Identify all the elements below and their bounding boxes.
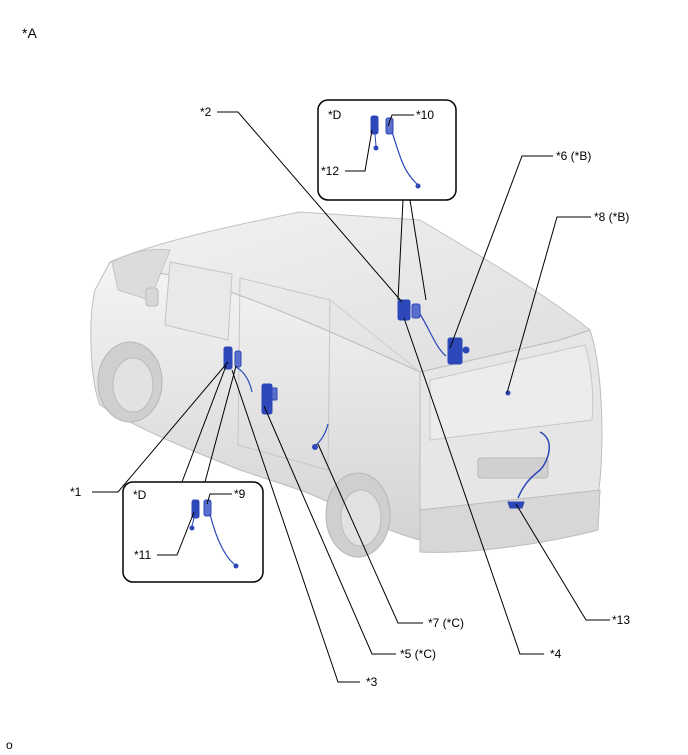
labels: *A *1 *2 *3 *4 *5 (*C) *6 (*B) *7 (*C) *… xyxy=(6,25,630,752)
inset-lower: *D xyxy=(122,481,264,583)
inset-upper: *D xyxy=(317,99,457,201)
van-rear-window xyxy=(429,344,594,441)
leader-7 xyxy=(317,443,423,624)
front-wheel xyxy=(97,341,163,423)
callout-5: *5 (*C) xyxy=(400,647,436,661)
callout-9: *9 xyxy=(234,487,246,501)
leader-lines xyxy=(92,111,610,683)
harness-side-lower xyxy=(312,423,329,450)
callout-1: *1 xyxy=(70,485,82,499)
view-label: *A xyxy=(22,25,37,41)
leader-3 xyxy=(231,369,360,683)
leader-2 xyxy=(217,111,403,303)
harness-back-door xyxy=(507,431,550,509)
callout-3: *3 xyxy=(366,675,378,689)
callout-2: *2 xyxy=(200,105,212,119)
callout-12: *12 xyxy=(321,164,339,178)
van-side-panel-line xyxy=(329,299,421,373)
callout-4: *4 xyxy=(550,647,562,661)
inset-lower-tag: *D xyxy=(133,488,147,502)
leader-13 xyxy=(515,503,610,621)
leader-1 xyxy=(92,361,229,493)
callout-13: *13 xyxy=(612,613,630,627)
harness-roof-center xyxy=(397,299,447,357)
corner-mark: o xyxy=(6,738,13,752)
inset-lower-harness xyxy=(189,499,239,569)
harness-back-door-top xyxy=(505,390,511,396)
inset-upper-tag: *D xyxy=(328,108,342,122)
harness-front-door xyxy=(223,346,253,393)
leader-4 xyxy=(403,317,544,655)
leader-10 xyxy=(387,114,414,127)
inset-lower-connector-left xyxy=(181,365,227,483)
van-rear-bumper xyxy=(419,489,601,553)
callout-11: *11 xyxy=(134,548,151,562)
inset-lower-connector-right xyxy=(204,365,237,483)
inset-upper-connector-right xyxy=(409,199,427,301)
callout-6: *6 (*B) xyxy=(556,149,591,163)
side-mirror xyxy=(145,287,159,307)
van-front-window xyxy=(164,261,233,341)
inset-upper-frame xyxy=(317,99,457,201)
callout-8: *8 (*B) xyxy=(594,210,629,224)
van-illustration xyxy=(90,211,603,558)
license-plate-recess xyxy=(477,457,549,479)
inset-upper-harness xyxy=(370,115,421,189)
callout-7: *7 (*C) xyxy=(428,616,464,630)
callout-10: *10 xyxy=(416,108,434,122)
leader-6 xyxy=(449,155,553,349)
leader-5 xyxy=(263,405,396,655)
inset-upper-connector-left xyxy=(397,199,404,301)
leader-12 xyxy=(345,129,373,172)
leader-11 xyxy=(157,511,195,556)
rear-wheel xyxy=(325,472,391,558)
leader-9 xyxy=(206,493,232,505)
leader-8 xyxy=(506,216,591,394)
